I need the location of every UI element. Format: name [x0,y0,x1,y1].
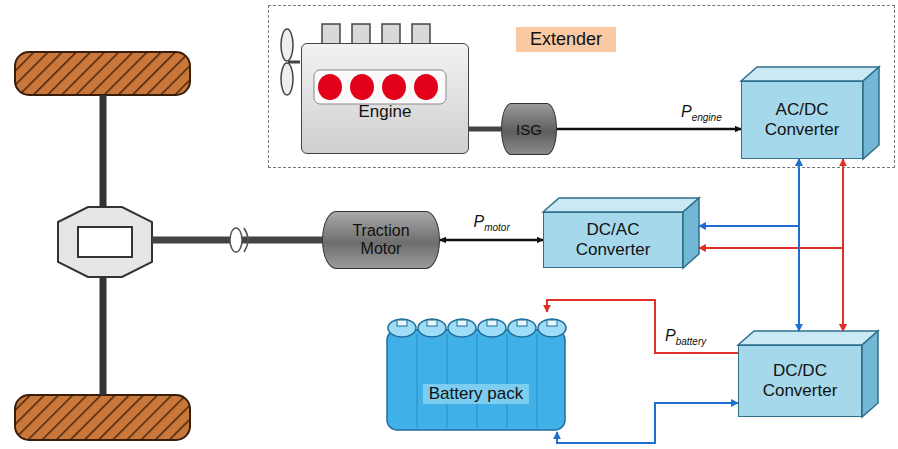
power-flow-arrow [842,159,844,331]
engine-cylinder-heads [322,24,430,44]
engine-fan [281,29,300,95]
converter-box: DC/AC Converter [543,212,683,268]
power-flow-arrow [440,239,543,242]
power-flow-arrow [557,128,741,131]
node-label: Extender [516,27,616,52]
converter-faces [543,67,879,417]
power-label: Pbattery [663,327,708,347]
battery-pack: Battery pack [385,312,567,432]
axle [100,95,107,209]
power-flow-arrow [699,159,799,226]
node-label: Traction Motor [341,222,421,259]
node-label: DC/AC Converter [548,220,678,259]
battery-cells [387,319,566,430]
u-joint [230,228,242,252]
power-flow-arrow [699,248,843,331]
wheel [15,52,190,95]
extender-region: ExtenderEngineISG AC/DC Converter [268,5,895,168]
converter-box: AC/DC Converter [741,81,863,159]
engine-block: Engine [301,43,469,154]
node-label: Battery pack [423,384,530,404]
power-flow-arrow [547,300,738,353]
axle [100,275,107,395]
power-label: Pmotor [472,213,512,233]
isg-machine: ISG [501,103,557,155]
differential [58,207,152,277]
power-flow-arrow [798,159,800,331]
node-label: ISG [516,121,542,138]
power-label: Pengine [679,103,724,123]
power-flow-arrow [557,403,738,443]
engine-cylinders [302,44,460,147]
converter-box: DC/DC Converter [738,345,862,417]
node-label: Engine [359,44,412,122]
node-label: DC/DC Converter [743,361,857,400]
traction-motor: Traction Motor [322,211,440,269]
u-joint [244,228,248,252]
drivetrain-art [15,24,879,440]
node-label: AC/DC Converter [746,100,858,139]
differential-core [78,227,132,257]
engine-shaft [469,127,501,132]
wheel [15,395,190,440]
